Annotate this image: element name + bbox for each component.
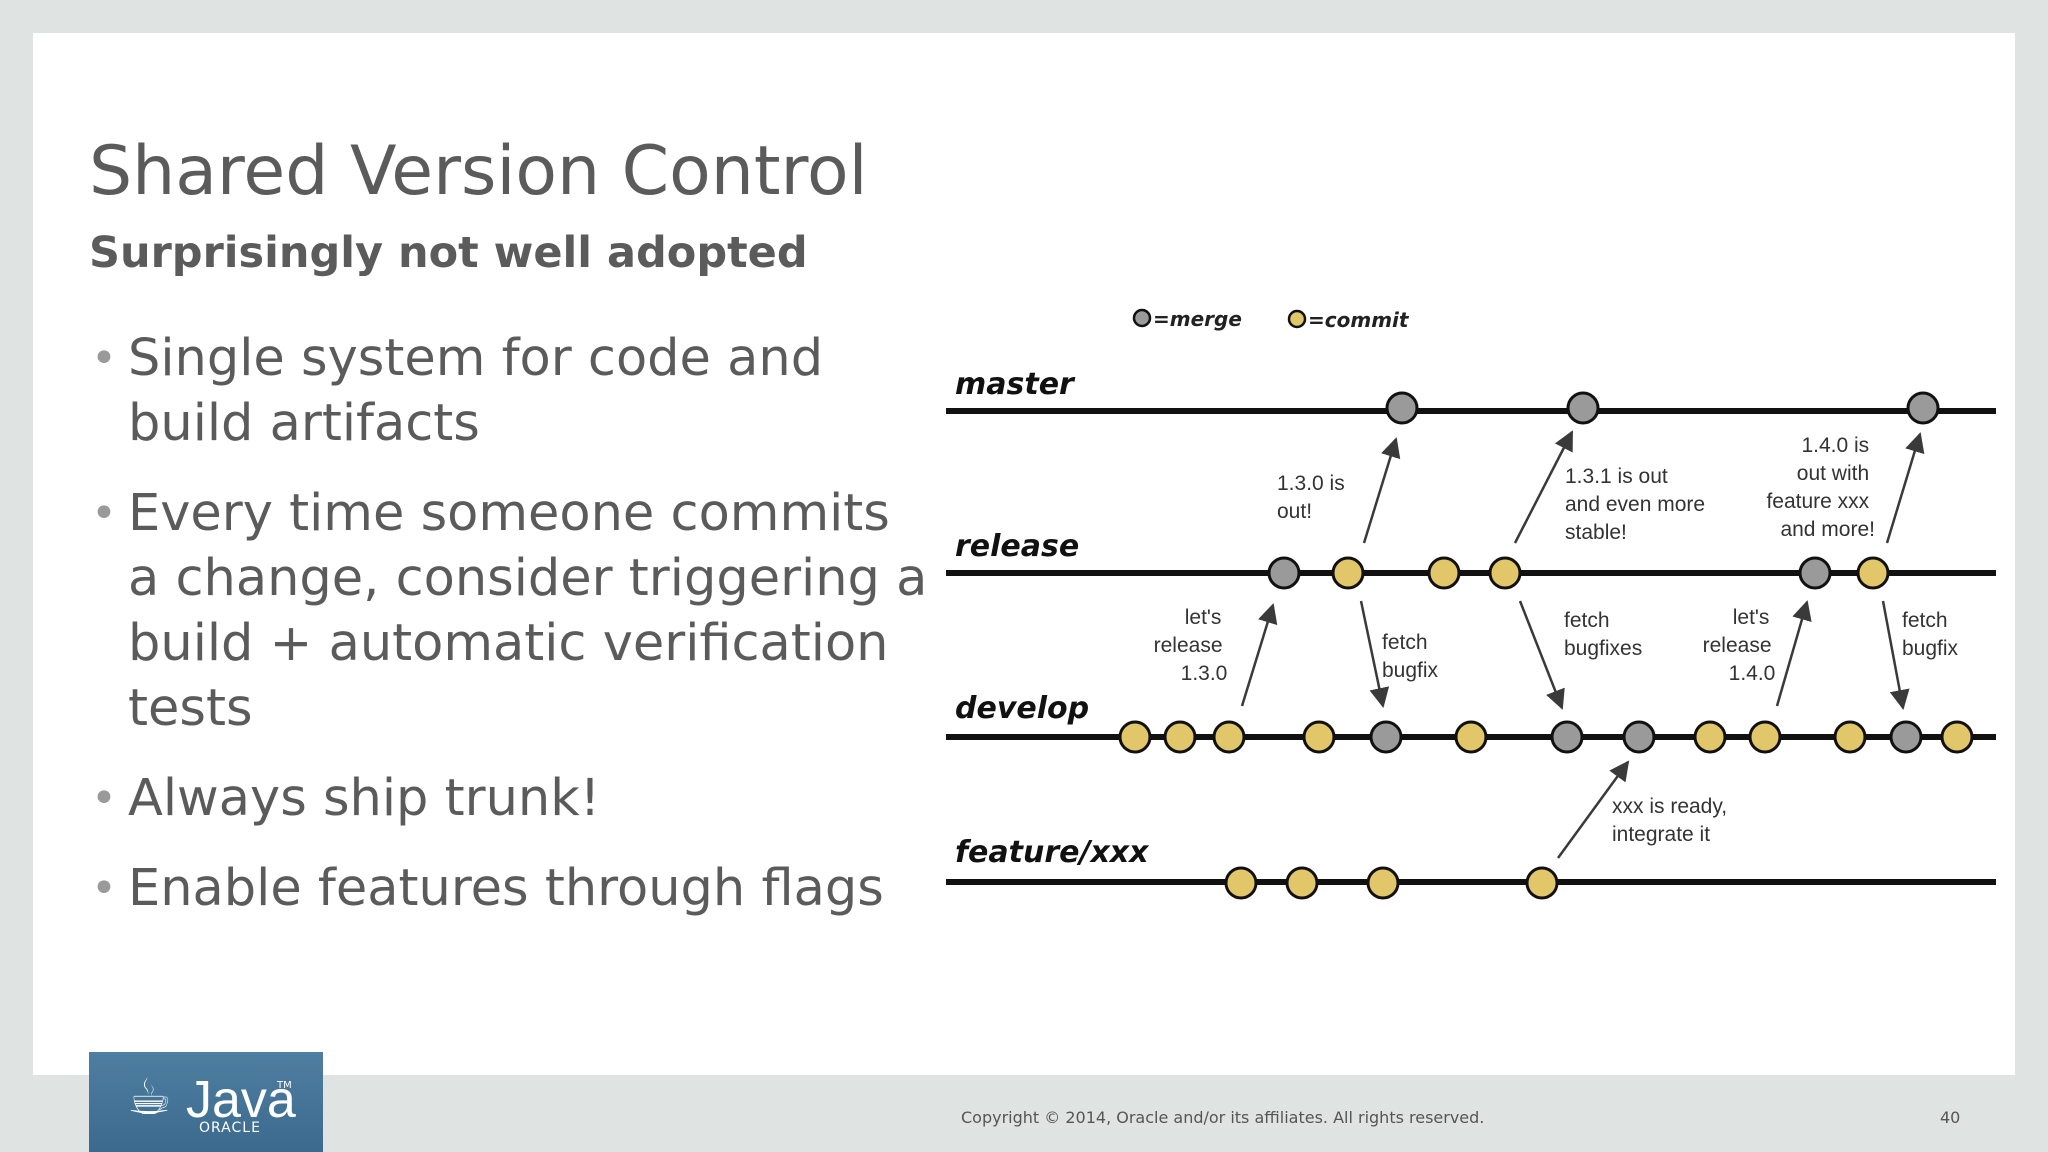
merge-node xyxy=(1622,720,1656,754)
java-oracle-logo: ☕ Java TM ORACLE xyxy=(89,1052,323,1152)
merge-node xyxy=(1906,391,1940,425)
annotation-fetch-bugfix: fetch bugfix xyxy=(1382,631,1439,682)
arrow-develop-to-release-140 xyxy=(1775,600,1812,707)
bullet-list: •Single system for code and build artifa… xyxy=(89,326,929,946)
commit-node xyxy=(1856,556,1890,590)
commit-node xyxy=(1748,720,1782,754)
legend-merge-icon xyxy=(1132,308,1152,328)
commit-node xyxy=(1163,720,1197,754)
legend-commit-icon xyxy=(1287,309,1307,329)
merge-node xyxy=(1550,720,1584,754)
annotation-130-out: 1.3.0 is out! xyxy=(1277,472,1351,523)
slide-subtitle: Surprisingly not well adopted xyxy=(89,228,808,278)
branch-label-feature: feature/xxx xyxy=(955,835,1150,870)
arrow-release-to-master-130 xyxy=(1362,437,1401,544)
arrow-release-to-master-131 xyxy=(1513,430,1574,544)
oracle-logo-text: ORACLE xyxy=(199,1120,261,1136)
annotation-140-out: 1.4.0 is out with feature xxx and more! xyxy=(1766,434,1875,541)
bullet-item: •Always ship trunk! xyxy=(89,766,929,831)
legend-merge-label: =merge xyxy=(1153,307,1242,331)
branch-label-develop: develop xyxy=(955,691,1089,726)
arrow-release-to-develop-bugfix-2 xyxy=(1881,600,1910,710)
copyright-notice: Copyright © 2014, Oracle and/or its affi… xyxy=(961,1108,1485,1127)
annotation-xxx-ready: xxx is ready, integrate it xyxy=(1612,795,1733,846)
merge-node xyxy=(1889,720,1923,754)
slide-canvas xyxy=(33,33,2015,1075)
arrow-release-to-develop-bugfixes xyxy=(1518,600,1565,710)
page-number: 40 xyxy=(1940,1108,1961,1127)
commit-node xyxy=(1212,720,1246,754)
commit-node xyxy=(1454,720,1488,754)
merge-node xyxy=(1566,391,1600,425)
bullet-dot-icon: • xyxy=(91,773,117,824)
commit-node xyxy=(1366,866,1400,900)
bullet-dot-icon: • xyxy=(91,863,117,914)
commit-node xyxy=(1833,720,1867,754)
git-flow-diagram: =merge =commit master release develop fe… xyxy=(940,290,2000,930)
java-logo-text: Java xyxy=(186,1071,296,1129)
merge-node xyxy=(1798,556,1832,590)
annotation-131-out: 1.3.1 is out and even more stable! xyxy=(1565,465,1711,544)
annotation-lets-release-140: let's release 1.4.0 xyxy=(1703,606,1778,685)
branch-label-master: master xyxy=(955,367,1076,402)
bullet-dot-icon: • xyxy=(91,488,117,539)
arrow-feature-to-develop xyxy=(1556,760,1630,859)
commit-node xyxy=(1693,720,1727,754)
commit-node xyxy=(1488,556,1522,590)
commit-node xyxy=(1285,866,1319,900)
slide-title: Shared Version Control xyxy=(89,132,868,211)
arrow-release-to-master-140 xyxy=(1885,432,1925,544)
coffee-cup-icon: ☕ xyxy=(127,1068,172,1126)
annotation-fetch-bugfixes: fetch bugfixes xyxy=(1564,609,1642,660)
commit-node xyxy=(1525,866,1559,900)
bullet-dot-icon: • xyxy=(91,333,117,384)
bullet-item: •Every time someone commits a change, co… xyxy=(89,481,929,741)
commit-node xyxy=(1940,720,1974,754)
bullet-item: •Single system for code and build artifa… xyxy=(89,326,929,456)
annotation-lets-release-130: let's release 1.3.0 xyxy=(1154,606,1229,685)
commit-node xyxy=(1118,720,1152,754)
trademark-mark: TM xyxy=(277,1080,292,1091)
commit-node xyxy=(1427,556,1461,590)
commit-node xyxy=(1302,720,1336,754)
merge-node xyxy=(1267,556,1301,590)
legend-commit-label: =commit xyxy=(1308,308,1410,332)
arrow-develop-to-release-130 xyxy=(1240,603,1278,707)
branch-label-release: release xyxy=(955,529,1079,564)
annotation-fetch-bugfix-2: fetch bugfix xyxy=(1902,609,1959,660)
arrow-release-to-develop-bugfix xyxy=(1359,600,1390,708)
merge-node xyxy=(1385,391,1419,425)
merge-node xyxy=(1369,720,1403,754)
commit-node xyxy=(1224,866,1258,900)
footer-band xyxy=(0,1075,2048,1152)
bullet-item: •Enable features through flags xyxy=(89,856,929,921)
commit-node xyxy=(1331,556,1365,590)
